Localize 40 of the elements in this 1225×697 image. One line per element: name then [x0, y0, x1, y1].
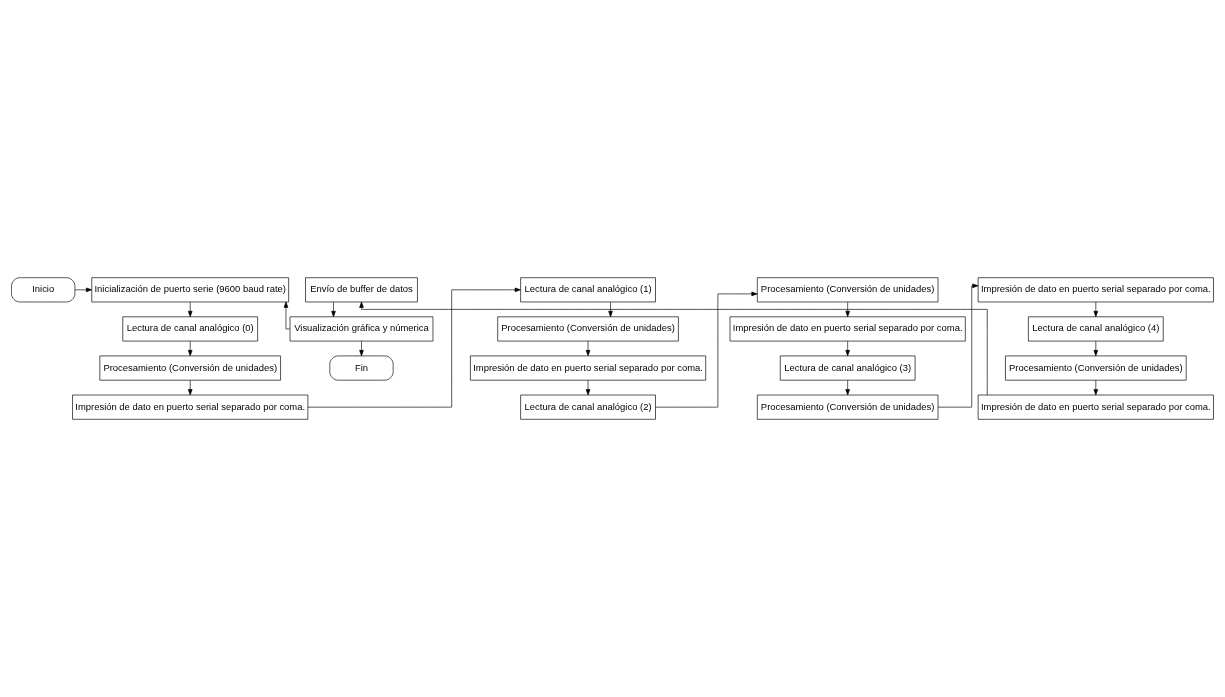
arrow — [188, 340, 193, 357]
arrow — [283, 301, 291, 330]
arrow — [1093, 340, 1099, 357]
node-box: Procesamiento (Conversión de unidades) — [497, 316, 679, 342]
node-box: Procesamiento (Conversión de unidades) — [1005, 355, 1187, 381]
node-box: Impresión de dato en puerto serial separado por coma. — [977, 394, 1214, 420]
arrow — [359, 301, 988, 396]
arrow — [585, 379, 591, 396]
arrow — [307, 287, 521, 408]
node-box: Fin — [329, 355, 394, 381]
arrow — [359, 340, 364, 357]
node-box: Lectura de canal analógico (2) — [520, 394, 656, 420]
node-box: Impresión de dato en puerto serial separado por coma. — [729, 316, 966, 342]
node-box: Lectura de canal analógico (0) — [122, 316, 258, 342]
node-box: Inicio — [11, 277, 76, 303]
node-box: Inicialización de puerto serie (9600 baud rate) — [91, 277, 289, 303]
arrow — [188, 379, 193, 396]
arrow — [608, 301, 613, 317]
arrow — [937, 283, 979, 408]
node-box: Impresión de dato en puerto serial separado por coma. — [72, 394, 309, 420]
node-box: Lectura de canal analógico (3) — [779, 355, 916, 381]
node-box: Lectura de canal analógico (1) — [520, 277, 656, 303]
node-box: Impresión de dato en puerto serial separado por coma. — [470, 355, 707, 381]
node-box: Procesamiento (Conversión de unidades) — [756, 277, 939, 303]
arrow — [845, 340, 850, 357]
node-box: Impresión de dato en puerto serial separado por coma. — [977, 277, 1214, 303]
arrow — [188, 301, 193, 317]
node-box: Envío de buffer de datos — [305, 277, 418, 303]
arrow — [655, 291, 758, 408]
arrow — [845, 301, 850, 317]
arrow — [1093, 301, 1099, 317]
node-box: Procesamiento (Conversión de unidades) — [756, 394, 939, 420]
arrow — [74, 287, 93, 293]
arrow — [1093, 379, 1099, 396]
arrow — [585, 340, 591, 357]
arrow — [845, 379, 850, 396]
node-box: Visualización gráfica y númerica — [289, 316, 434, 342]
arrow — [331, 301, 336, 317]
node-box: Lectura de canal analógico (4) — [1028, 316, 1164, 342]
node-box: Procesamiento (Conversión de unidades) — [99, 355, 281, 381]
